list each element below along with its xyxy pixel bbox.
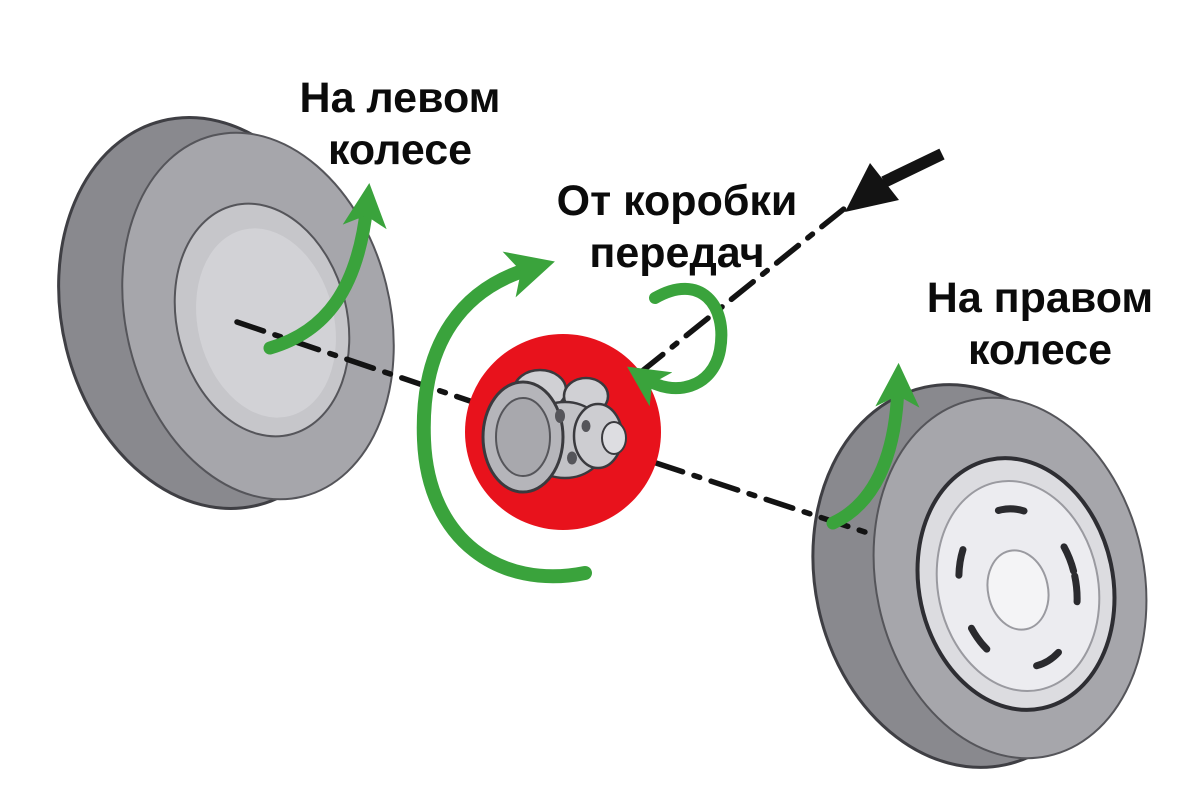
differential-hole-2 (581, 420, 591, 432)
right-hubcap-dome (986, 549, 1050, 631)
left-wheel-label-line2: колесе (328, 126, 472, 174)
right-wheel-label-line1: На правом (927, 274, 1153, 322)
rotation-arrows (263, 183, 920, 584)
right-wheel (811, 383, 1148, 769)
differential-pulley-groove (495, 397, 551, 477)
differential-hole-1 (555, 409, 565, 423)
left-hub-inner (196, 228, 336, 418)
differential-hole-3 (567, 451, 577, 465)
rotation-arrow-differential (416, 251, 592, 584)
left-wheel-label-line1: На левом (300, 74, 501, 122)
differential-output-stub (601, 421, 627, 455)
gearbox-arrow-shaft (881, 148, 945, 188)
left-wheel (57, 116, 395, 510)
differential-unit (465, 334, 661, 530)
gearbox-input-arrow (845, 148, 945, 212)
input-shaft-line (638, 205, 848, 375)
rotation-arrow-input-shaft (627, 282, 728, 407)
labels: На левом колесе От коробки передач На пр… (300, 74, 1154, 374)
right-wheel-label-line2: колесе (968, 326, 1112, 374)
gearbox-label-line1: От коробки (557, 177, 798, 225)
rotation-arrow-left-wheel (263, 183, 387, 355)
rotation-arrow-right-wheel (826, 362, 920, 530)
gearbox-arrow-head (845, 163, 899, 212)
right-hubcap-slots (955, 505, 1081, 671)
axle-line-left (234, 319, 473, 404)
gearbox-label-line2: передач (589, 229, 764, 277)
